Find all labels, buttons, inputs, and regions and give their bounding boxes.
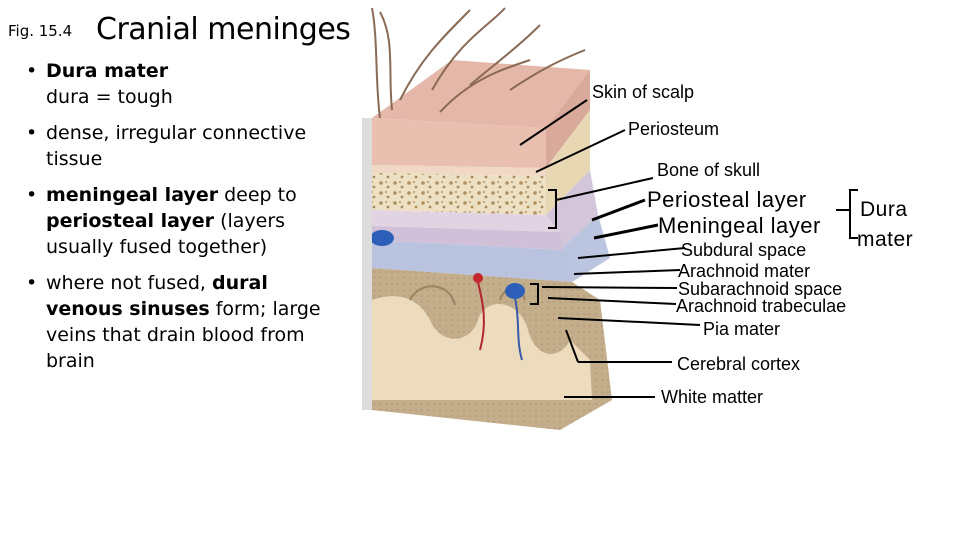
bullet-text: where not fused, bbox=[46, 272, 213, 294]
bullet-text: dura = tough bbox=[46, 86, 173, 108]
hair bbox=[399, 9, 471, 101]
hair bbox=[439, 59, 531, 113]
hair bbox=[509, 49, 586, 91]
bracket bbox=[530, 283, 539, 305]
left-edge bbox=[362, 118, 372, 410]
dural-venous-sinus bbox=[370, 230, 394, 246]
label-skin: Skin of scalp bbox=[592, 82, 695, 102]
label-bone: Bone of skull bbox=[657, 160, 761, 180]
bullet-bold-text: dural venous sinuses bbox=[46, 272, 268, 320]
skin-layer bbox=[372, 118, 546, 168]
gyrus-fold bbox=[409, 285, 456, 306]
bracket bbox=[548, 189, 557, 229]
label-white-matter: White matter bbox=[661, 387, 764, 407]
bullet-text: dense, irregular connective tissue bbox=[46, 122, 307, 170]
leader-line bbox=[519, 99, 588, 146]
bullet-text: deep to bbox=[218, 184, 297, 206]
label-pia: Pia mater bbox=[703, 319, 781, 339]
bullet-bold-text: periosteal layer bbox=[46, 210, 215, 232]
meningeal-dura-layer bbox=[372, 226, 564, 250]
bullet-bold-text: Dura mater bbox=[46, 60, 169, 82]
label-arachnoid: Arachnoid mater bbox=[678, 261, 811, 281]
leader-line bbox=[541, 286, 678, 289]
arachnoid-side bbox=[560, 215, 610, 282]
label-subdural: Subdural space bbox=[681, 240, 807, 260]
hair bbox=[469, 24, 541, 86]
hair bbox=[379, 11, 393, 111]
red-vessel bbox=[473, 273, 483, 283]
hair bbox=[431, 7, 506, 91]
bullet-text: form; large veins that drain blood from … bbox=[46, 298, 321, 372]
label-periosteal-layer: Periosteal layer bbox=[647, 187, 807, 212]
leader-line bbox=[565, 329, 579, 363]
periosteal-dura-layer bbox=[372, 210, 560, 232]
leader-line bbox=[557, 317, 701, 326]
bullet-dura-mater: Dura mater dura = tough bbox=[26, 58, 326, 110]
leader-line bbox=[573, 269, 681, 275]
tissue-block bbox=[362, 60, 612, 430]
bullet-meningeal-layer: meningeal layer deep to periosteal layer… bbox=[26, 182, 326, 260]
white-matter bbox=[372, 296, 592, 400]
label-meningeal-layer: Meningeal layer bbox=[658, 213, 821, 238]
label-dura: Dura bbox=[860, 198, 908, 221]
leader-lines bbox=[519, 99, 858, 398]
leader-line bbox=[535, 129, 626, 173]
label-mater: mater bbox=[857, 228, 914, 251]
skin-side bbox=[546, 70, 590, 168]
dura-side bbox=[546, 170, 598, 250]
blue-vessel bbox=[505, 283, 525, 299]
bullet-text: (layers usually fused together) bbox=[46, 210, 286, 258]
leader-line bbox=[591, 198, 646, 222]
vessel-branch bbox=[477, 281, 485, 351]
bone-layer bbox=[372, 173, 546, 215]
vessel-branch bbox=[514, 297, 523, 361]
label-periosteum: Periosteum bbox=[628, 119, 720, 139]
dura-bracket bbox=[849, 189, 858, 239]
periosteum-layer bbox=[372, 165, 546, 176]
hairs bbox=[371, 7, 586, 119]
bullet-connective-tissue: dense, irregular connective tissue bbox=[26, 120, 326, 172]
bullet-bold-text: meningeal layer bbox=[46, 184, 219, 206]
hair bbox=[371, 7, 381, 119]
bone-side bbox=[546, 110, 590, 215]
label-cortex: Cerebral cortex bbox=[677, 354, 801, 374]
label-trabeculae: Arachnoid trabeculae bbox=[676, 296, 847, 316]
figure-number: Fig. 15.4 bbox=[8, 22, 73, 40]
skin-surface bbox=[372, 60, 590, 128]
bullet-list: Dura mater dura = tough dense, irregular… bbox=[26, 58, 326, 384]
leader-line bbox=[593, 223, 659, 240]
label-subarachnoid: Subarachnoid space bbox=[678, 279, 843, 299]
leader-line bbox=[547, 297, 677, 305]
leader-line bbox=[577, 247, 686, 259]
bullet-dural-sinuses: where not fused, dural venous sinuses fo… bbox=[26, 270, 326, 374]
leader-line bbox=[555, 177, 654, 201]
page-title: Cranial meninges bbox=[96, 12, 351, 47]
